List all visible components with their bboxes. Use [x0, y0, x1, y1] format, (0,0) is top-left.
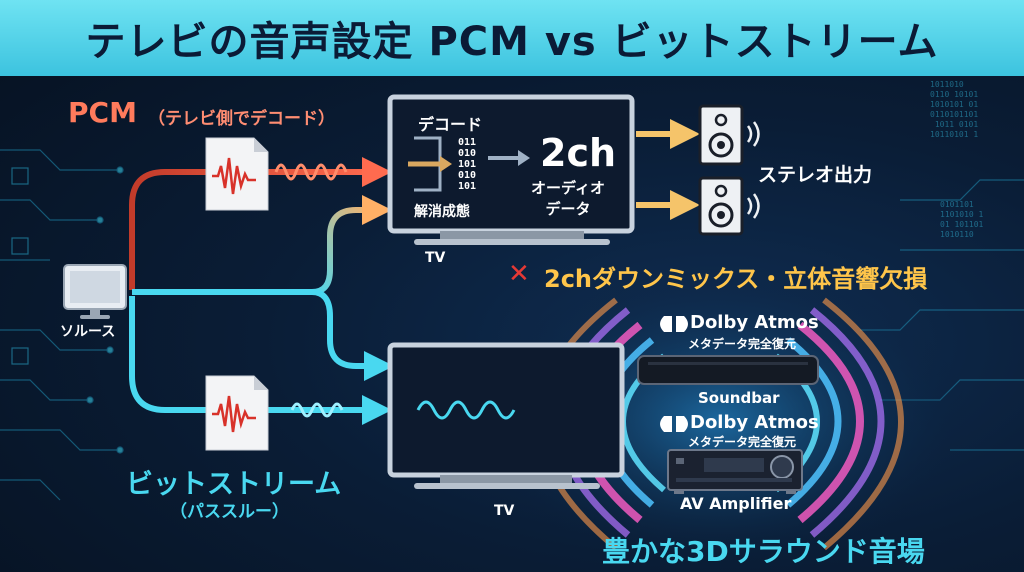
bitstream-audio-file-icon — [205, 375, 269, 451]
bit-row: 010 — [458, 148, 476, 159]
pcm-waveform — [274, 163, 348, 181]
dolby-atmos-label: Dolby Atmos — [690, 412, 819, 433]
source-label: ソルース — [60, 324, 116, 340]
binary-decoration: 0101101 1101010 1 01 101101 1010110 — [940, 200, 984, 239]
tv-icon-bitstream — [387, 342, 625, 489]
bitstream-label: ビットストリーム — [126, 469, 342, 500]
bit-row: 010 — [458, 170, 476, 181]
tv-label: TV — [494, 503, 515, 519]
speaker-icon-left — [698, 104, 760, 166]
audio-data-label: オーディオデータ — [531, 179, 605, 218]
bitstream-waveform — [290, 402, 344, 418]
soundbar-icon — [637, 355, 819, 385]
dolby-metadata-label: メタデータ完全復元 — [688, 337, 797, 351]
pcm-label: PCM — [68, 96, 137, 129]
page-title: テレビの音声設定 PCM vs ビットストリーム — [85, 19, 939, 65]
dolby-logo-icon — [660, 416, 688, 432]
pcm-subtitle: （テレビ側でデコード） — [148, 109, 335, 129]
decode-label: デコード — [418, 115, 483, 134]
tv-label: TV — [425, 250, 446, 266]
source-to-tv2-path — [311, 289, 394, 381]
downmix-warning: 2chダウンミックス・立体音響欠損 — [544, 265, 928, 293]
surround-label: 豊かな3Dサラウンド音場 — [602, 535, 925, 568]
bitstream-subtitle: （パススルー） — [170, 502, 289, 522]
bit-row: 011 — [458, 137, 476, 148]
source-to-tv-path — [311, 195, 392, 295]
x-mark-icon: ✕ — [508, 259, 530, 289]
speaker-icon-right — [698, 176, 760, 236]
dolby-logo-icon — [660, 316, 688, 332]
source-monitor-icon — [63, 264, 127, 319]
stereo-output-label: ステレオ出力 — [758, 164, 873, 186]
title-bar: テレビの音声設定 PCM vs ビットストリーム — [0, 0, 1024, 76]
dolby-metadata-label: メタデータ完全復元 — [688, 435, 797, 449]
pcm-bits: 011 010 101 010 101 — [458, 137, 476, 192]
pcm-signal-path — [129, 157, 392, 290]
binary-decoration: 1011010 0110 10101 1010101 01 0110101101… — [930, 80, 979, 139]
dolby-atmos-label: Dolby Atmos — [690, 312, 819, 333]
amplifier-label: AV Amplifier — [680, 494, 792, 513]
decode-arrow-icon — [488, 150, 530, 166]
bit-row: 101 — [458, 159, 476, 170]
channel-count: 2ch — [540, 131, 617, 175]
bit-row: 101 — [458, 181, 476, 192]
bitstream-signal-path — [129, 296, 392, 425]
pcm-audio-file-icon — [205, 137, 269, 211]
decode-subtitle: 解消成態 — [414, 204, 470, 220]
amplifier-icon — [667, 449, 803, 494]
soundbar-label: Soundbar — [698, 389, 780, 407]
tv-icon-pcm — [387, 94, 635, 245]
